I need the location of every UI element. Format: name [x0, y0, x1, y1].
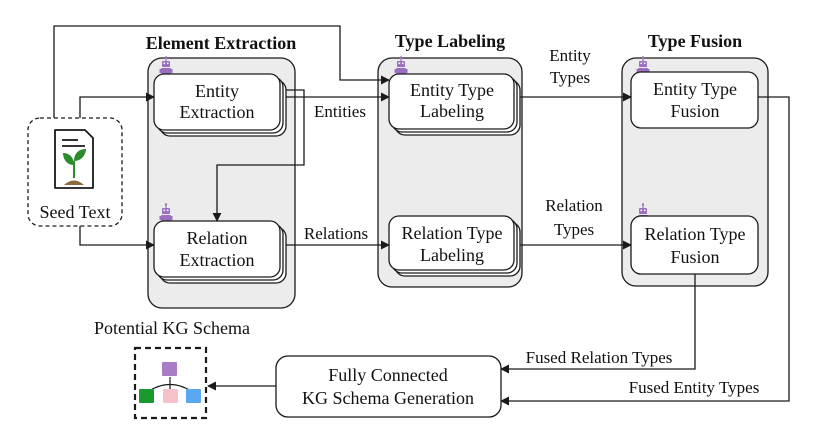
- entity-type-labeling-line2: Labeling: [420, 101, 484, 121]
- relation-extraction-line2: Extraction: [180, 250, 255, 270]
- entity-types-label-line2: Types: [550, 68, 590, 87]
- fused-entity-types-edge: [500, 96, 790, 406]
- type-labeling-title: Type Labeling: [395, 31, 505, 51]
- entity-types-label-line1: Entity: [549, 46, 591, 65]
- seed-to-relation-extraction-edge: [79, 226, 155, 250]
- schema-generation-line2: KG Schema Generation: [302, 388, 474, 408]
- seed-to-entity-type-labeling-edge: [53, 25, 390, 118]
- entities-label: Entities: [314, 102, 366, 121]
- entity-extraction-line1: Entity: [195, 81, 239, 101]
- fused-relation-types-edge: [500, 274, 696, 374]
- entity-type-labeling-box: Entity Type Labeling: [388, 73, 521, 136]
- relation-type-fusion-line1: Relation Type: [645, 224, 746, 244]
- document-sprout-icon: [54, 129, 94, 189]
- entity-type-fusion-line1: Entity Type: [653, 79, 737, 99]
- relation-type-labeling-box: Relation Type Labeling: [388, 215, 521, 277]
- seed-text-label: Seed Text: [40, 202, 111, 222]
- fused-entity-types-label: Fused Entity Types: [629, 378, 760, 397]
- schema-generation-box: Fully Connected KG Schema Generation: [275, 355, 502, 418]
- relations-label: Relations: [304, 224, 368, 243]
- schema-generation-line1: Fully Connected: [328, 365, 448, 385]
- potential-kg-schema-title: Potential KG Schema: [94, 318, 250, 338]
- element-extraction-title: Element Extraction: [146, 33, 296, 53]
- relation-type-fusion-box: Relation Type Fusion: [630, 215, 759, 275]
- entities-to-relation-extraction-edge: [212, 89, 305, 222]
- entity-type-labeling-line1: Entity Type: [410, 80, 494, 100]
- schema-tree-icon: [133, 346, 208, 420]
- fused-relation-types-label: Fused Relation Types: [526, 348, 673, 367]
- relation-type-fusion-line2: Fusion: [670, 247, 719, 267]
- relation-extraction-line1: Relation: [187, 228, 248, 248]
- seed-to-entity-extraction-edge: [79, 92, 155, 118]
- type-fusion-title: Type Fusion: [648, 31, 742, 51]
- entity-type-fusion-line2: Fusion: [670, 101, 719, 121]
- relation-extraction-box: Relation Extraction: [153, 220, 287, 284]
- relation-type-labeling-line2: Labeling: [420, 245, 484, 265]
- relation-types-label-line2: Types: [554, 220, 594, 239]
- relation-types-label-line1: Relation: [545, 196, 603, 215]
- relation-type-labeling-line1: Relation Type: [402, 223, 503, 243]
- entity-type-fusion-box: Entity Type Fusion: [630, 71, 759, 129]
- entity-extraction-line2: Extraction: [180, 102, 255, 122]
- seed-text-node: Seed Text: [27, 117, 123, 227]
- entity-extraction-box: Entity Extraction: [153, 73, 287, 137]
